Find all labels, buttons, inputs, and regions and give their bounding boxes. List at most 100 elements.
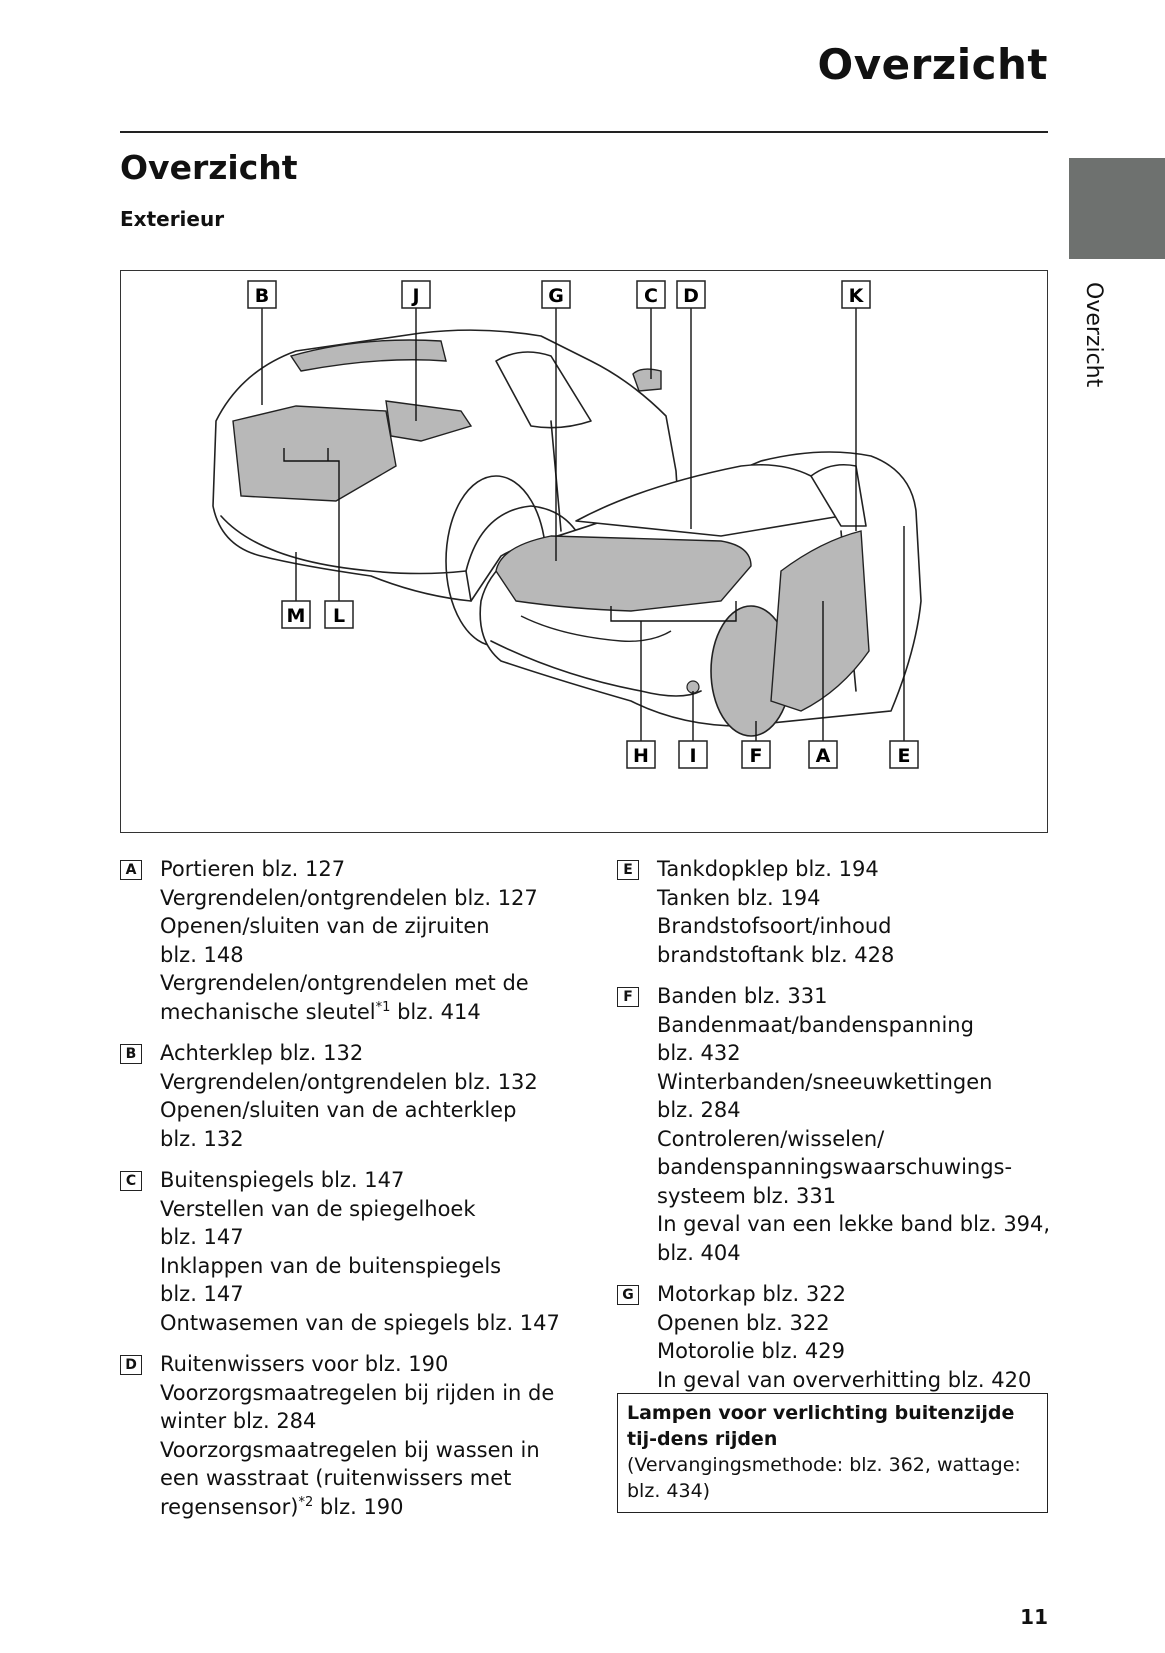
- callout-i: I: [678, 740, 708, 769]
- front-side-window: [810, 463, 867, 527]
- legend-letter-box: A: [120, 860, 142, 880]
- callout-k: K: [841, 280, 871, 309]
- legend-line: In geval van een lekke band blz. 394,: [657, 1212, 1051, 1236]
- callout-a: A: [808, 740, 838, 769]
- legend-line: Buitenspiegels blz. 147: [160, 1168, 405, 1192]
- callout-e: E: [889, 740, 919, 769]
- leader-h: [610, 601, 737, 741]
- footnote-marker: *2: [298, 1494, 314, 1510]
- svg-text:J: J: [410, 285, 419, 307]
- legend-line: Achterklep blz. 132: [160, 1041, 364, 1065]
- legend-line: Openen/sluiten van de zijruiten: [160, 914, 490, 938]
- legend-line: Motorkap blz. 322: [657, 1282, 846, 1306]
- tailgate-shaded: [232, 405, 397, 502]
- callout-h: H: [626, 740, 656, 769]
- exterior-diagram: B J G C D K M L H I F A E: [120, 270, 1048, 833]
- callout-c: C: [636, 280, 666, 309]
- legend-line: Controleren/wisselen/: [657, 1126, 885, 1151]
- legend-line: Vergrendelen/ontgrendelen met de: [160, 971, 529, 995]
- section-title: Overzicht: [120, 148, 298, 187]
- legend-line: Openen blz. 322: [657, 1310, 830, 1335]
- svg-text:M: M: [287, 605, 306, 627]
- legend-line: Ruitenwissers voor blz. 190: [160, 1352, 449, 1376]
- front-bumper: [490, 640, 702, 697]
- legend-line: Winterbanden/sneeuwkettingen: [657, 1069, 993, 1094]
- note-title: Lampen voor verlichting buitenzijde tij-…: [627, 1402, 1015, 1450]
- legend-line: Tankdopklep blz. 194: [657, 857, 879, 881]
- callout-d: D: [676, 280, 706, 309]
- subsection-title: Exterieur: [120, 207, 225, 231]
- rear-roof-shaded: [385, 400, 473, 442]
- chapter-tab: [1069, 158, 1165, 259]
- legend-line: blz. 147: [160, 1225, 244, 1249]
- rear-bumper: [220, 515, 472, 602]
- rear-window-shaded: [289, 339, 447, 372]
- svg-text:A: A: [816, 745, 831, 767]
- legend-line: Ontwasemen van de spiegels blz. 147: [160, 1310, 560, 1335]
- legend-line: blz. 404: [657, 1240, 741, 1265]
- legend-line: een wasstraat (ruitenwissers met: [160, 1466, 512, 1490]
- front-windshield: [575, 463, 842, 537]
- mirror-shaded: [632, 368, 662, 392]
- legend-line: Vergrendelen/ontgrendelen blz. 132: [160, 1069, 538, 1094]
- rear-side-window: [495, 351, 592, 429]
- svg-text:L: L: [333, 605, 345, 627]
- legend-line: blz. 147: [160, 1282, 244, 1306]
- callout-f: F: [741, 740, 771, 769]
- legend-line-text: blz. 414: [390, 999, 481, 1024]
- legend-line: Banden blz. 331: [657, 984, 828, 1008]
- car-illustration: B J G C D K M L H I F A E: [212, 280, 922, 769]
- legend-line: blz. 284: [657, 1098, 741, 1122]
- hood-shaded: [495, 535, 752, 612]
- note-body: (Vervangingsmethode: blz. 362, wattage: …: [627, 1454, 1021, 1502]
- callout-l: L: [324, 600, 354, 629]
- legend-line-text: mechanische sleutel: [160, 999, 376, 1024]
- callout-m: M: [281, 600, 311, 629]
- callout-j: J: [401, 280, 431, 309]
- callout-b: B: [247, 280, 277, 309]
- page-header-title: Overzicht: [817, 40, 1048, 89]
- legend-letter-box: E: [617, 860, 639, 880]
- legend-line: blz. 132: [160, 1126, 244, 1151]
- front-grille: [520, 615, 672, 642]
- legend-letter-box: G: [617, 1285, 639, 1305]
- legend-line: brandstoftank blz. 428: [657, 942, 895, 967]
- front-door-shaded: [770, 530, 870, 712]
- legend-line: blz. 148: [160, 942, 244, 967]
- svg-text:H: H: [633, 745, 649, 767]
- svg-text:E: E: [898, 745, 911, 767]
- footnote-marker: *1: [375, 999, 391, 1015]
- legend-line: Motorolie blz. 429: [657, 1339, 845, 1363]
- leader-l: [283, 448, 340, 601]
- legend-letter-box: D: [120, 1355, 142, 1375]
- legend-line: Verstellen van de spiegelhoek: [160, 1196, 476, 1221]
- legend-line: Inklappen van de buitenspiegels: [160, 1253, 502, 1278]
- legend-line: Bandenmaat/bandenspanning: [657, 1012, 974, 1037]
- legend-line-text: blz. 190: [313, 1494, 404, 1519]
- legend-line: Voorzorgsmaatregelen bij rijden in de: [160, 1380, 555, 1405]
- svg-text:G: G: [548, 285, 564, 307]
- page-number: 11: [1020, 1605, 1048, 1629]
- header-divider: [120, 131, 1048, 133]
- legend-line-footnoted: regensensor)*2 blz. 190: [160, 1493, 590, 1522]
- legend-line-footnoted: mechanische sleutel*1 blz. 414: [160, 998, 590, 1027]
- svg-text:B: B: [255, 285, 269, 307]
- legend-line: Tanken blz. 194: [657, 885, 821, 910]
- svg-text:K: K: [849, 285, 865, 307]
- chapter-tab-label: Overzicht: [1072, 282, 1112, 412]
- chapter-tab-text: Overzicht: [1081, 282, 1106, 388]
- legend-line: Vergrendelen/ontgrendelen blz. 127: [160, 885, 538, 910]
- callout-g: G: [541, 280, 571, 309]
- legend-line-text: regensensor): [160, 1494, 299, 1519]
- svg-text:D: D: [683, 285, 699, 307]
- legend-line: bandenspanningswaarschuwings-: [657, 1155, 1013, 1179]
- legend-line: Voorzorgsmaatregelen bij wassen in: [160, 1437, 540, 1462]
- legend-line: Brandstofsoort/inhoud: [657, 914, 892, 938]
- legend-line: In geval van oververhitting blz. 420: [657, 1367, 1032, 1392]
